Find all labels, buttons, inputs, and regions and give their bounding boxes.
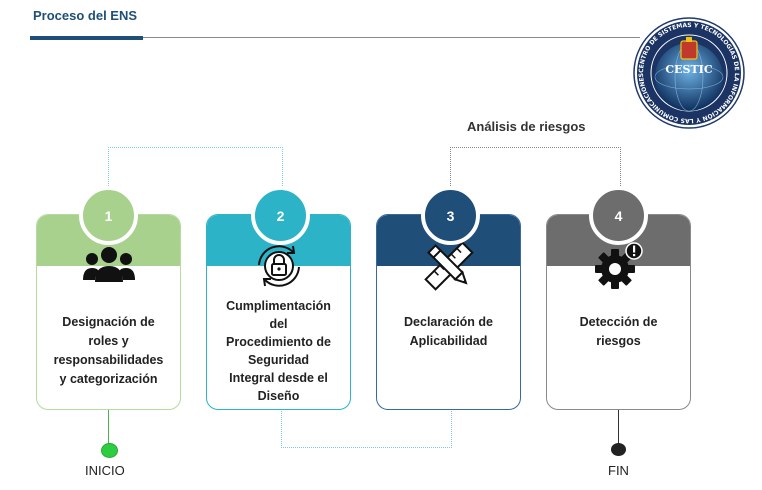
start-label: INICIO	[85, 463, 125, 478]
step-text-line: del	[269, 317, 288, 331]
connector-2-3	[281, 405, 452, 448]
step-text: Cumplimentación del Procedimiento de Seg…	[213, 297, 344, 405]
svg-text:CESTIC: CESTIC	[665, 63, 712, 76]
step-text-line: responsabilidades	[53, 353, 164, 367]
connector-3-4	[450, 147, 621, 190]
header-divider	[143, 37, 640, 38]
cestic-seal-logo: CENTRO DE SISTEMAS Y TECNOLOGÍAS DE LA I…	[633, 17, 745, 129]
gear-alert-icon	[547, 242, 690, 289]
step-text-line: Declaración de	[404, 315, 493, 329]
step-card-4: Detección de riesgos	[546, 214, 691, 410]
step-text-line: Designación de	[62, 315, 155, 329]
step-text: Detección de riesgos	[553, 313, 684, 351]
page-title: Proceso del ENS	[33, 8, 138, 23]
step-number-3: 3	[421, 186, 480, 245]
end-label: FIN	[608, 463, 629, 478]
connector-1-2	[108, 147, 283, 190]
group-icon	[37, 243, 180, 289]
start-dot	[101, 443, 118, 458]
step-number-4: 4	[589, 186, 648, 245]
risk-analysis-label: Análisis de riesgos	[467, 119, 586, 134]
pencil-ruler-icon	[377, 241, 520, 291]
step-text-line: Cumplimentación	[226, 299, 331, 313]
step-text-line: Aplicabilidad	[409, 334, 488, 348]
step-number-2: 2	[251, 186, 310, 245]
title-underline-bar	[30, 36, 143, 40]
step-number-1: 1	[79, 186, 138, 245]
step-text: Declaración de Aplicabilidad	[383, 313, 514, 351]
step-card-3: Declaración de Aplicabilidad	[376, 214, 521, 410]
step-text-line: roles y	[88, 334, 129, 348]
step-card-2: Cumplimentación del Procedimiento de Seg…	[206, 214, 351, 410]
step-text-line: riesgos	[596, 334, 641, 348]
step-text-line: Seguridad	[247, 353, 310, 367]
step-text-line: Integral desde el	[229, 371, 328, 385]
step-text-line: y categorización	[59, 372, 158, 386]
step-card-1: Designación de roles y responsabilidades…	[36, 214, 181, 410]
end-dot	[611, 443, 626, 456]
start-connector	[108, 409, 109, 450]
end-connector	[618, 409, 619, 450]
step-text-line: Procedimiento de	[226, 335, 331, 349]
step-text-line: Diseño	[257, 389, 300, 403]
lock-refresh-icon	[207, 243, 350, 289]
step-text: Designación de roles y responsabilidades…	[43, 313, 174, 389]
step-text-line: Detección de	[579, 315, 658, 329]
